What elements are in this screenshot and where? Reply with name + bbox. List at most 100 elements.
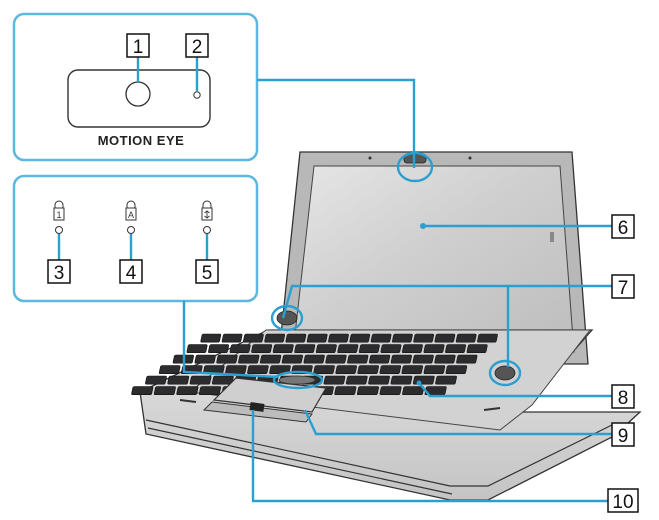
keyboard-key xyxy=(412,375,435,385)
indicator-strip xyxy=(278,375,316,385)
laptop-illustration xyxy=(131,151,642,501)
keyboard-key xyxy=(131,386,154,395)
callout-3: 3 xyxy=(47,259,71,284)
right-speaker-icon xyxy=(494,365,516,381)
keyboard-key xyxy=(445,365,468,374)
callout-7: 7 xyxy=(611,274,635,299)
keyboard-key xyxy=(306,333,328,343)
keyboard-key xyxy=(315,344,337,353)
callout-2-label: 2 xyxy=(192,37,203,58)
keyboard-key xyxy=(229,344,251,353)
callout-5: 5 xyxy=(195,259,219,284)
callout-9: 9 xyxy=(611,422,635,447)
callout-9-label: 9 xyxy=(618,426,629,447)
leader-camera xyxy=(257,78,416,168)
fingerprint-sensor-icon xyxy=(249,402,265,412)
keyboard-key xyxy=(368,375,390,385)
keyboard-key xyxy=(358,344,380,353)
keyboard-key xyxy=(445,344,466,353)
keyboard-key xyxy=(379,386,402,395)
callout-10: 10 xyxy=(607,488,639,513)
keyboard-key xyxy=(238,354,260,364)
keyboard-key xyxy=(264,333,286,343)
keyboard-key xyxy=(423,344,445,353)
callout-5-label: 5 xyxy=(202,263,213,284)
keyboard-key xyxy=(347,354,369,364)
num-lock-icon: 1 xyxy=(53,200,65,221)
keyboard-key xyxy=(349,333,371,343)
keyboard-key xyxy=(313,365,335,374)
keyboard-key xyxy=(435,375,457,385)
touchpad-buttons xyxy=(202,401,313,423)
keyboard-key xyxy=(243,333,264,343)
keyboard-key xyxy=(434,354,456,364)
callout-10-label: 10 xyxy=(612,492,633,513)
keyboard-key xyxy=(325,354,347,364)
leader-fingerprint xyxy=(251,410,612,503)
keyboard-key xyxy=(423,365,446,374)
keyboard-key xyxy=(158,365,181,374)
keyboard-key xyxy=(412,354,434,364)
keyboard-key xyxy=(335,365,357,374)
scroll-lock-light-icon xyxy=(203,226,211,234)
keyboard-key xyxy=(390,354,412,364)
keyboard-key xyxy=(477,333,498,343)
keyboard-key xyxy=(413,333,435,343)
callout-6-label: 6 xyxy=(618,218,629,239)
keyboard-key xyxy=(356,386,379,395)
leader-lines xyxy=(57,57,612,503)
callout-1-label: 1 xyxy=(133,37,144,58)
keyboard-key xyxy=(368,354,391,364)
keyboard-key xyxy=(272,344,294,353)
callout-7-label: 7 xyxy=(618,278,629,299)
callout-6: 6 xyxy=(611,214,635,239)
keyboard-key xyxy=(186,344,208,353)
keyboard-key xyxy=(225,365,247,374)
caps-lock-light-icon xyxy=(127,226,135,234)
keyboard-key xyxy=(221,333,243,343)
keyboard-key xyxy=(200,333,222,343)
touchpad xyxy=(212,377,327,413)
keyboard-key xyxy=(269,365,291,374)
keyboard-key xyxy=(390,375,413,385)
callout-8-label: 8 xyxy=(618,388,629,409)
keyboard-key xyxy=(285,333,307,343)
keyboard-key xyxy=(176,386,199,395)
keyboard-key xyxy=(401,365,424,374)
keyboard-key xyxy=(466,344,488,353)
keyboard-key xyxy=(379,365,402,374)
keyboard-key xyxy=(247,365,269,374)
keyboard-key xyxy=(167,375,190,385)
keyboard-key xyxy=(392,333,413,343)
keyboard-key xyxy=(294,344,316,353)
keyboard-key xyxy=(281,354,303,364)
keyboard-key xyxy=(328,333,349,343)
front-edge xyxy=(145,419,615,487)
callout-3-label: 3 xyxy=(54,263,65,284)
callout-1: 1 xyxy=(126,33,150,58)
keyboard-key xyxy=(189,375,212,385)
leader-speaker-left xyxy=(281,284,612,319)
callout-4-label: 4 xyxy=(126,263,137,284)
keyboard-key xyxy=(303,354,325,364)
keyboard-key xyxy=(334,386,357,395)
left-speaker-icon xyxy=(276,310,298,326)
camera-indicator-icon xyxy=(193,91,201,99)
laptop-screen xyxy=(292,165,575,353)
keyboard-key xyxy=(456,354,478,364)
keyboard-key xyxy=(323,375,346,385)
keyboard-key xyxy=(434,333,456,343)
svg-text:1: 1 xyxy=(56,210,61,220)
keyboard-key xyxy=(208,344,229,353)
leader-touchpad xyxy=(303,409,612,436)
keyboard-key xyxy=(216,354,238,364)
keyboard-key xyxy=(259,354,282,364)
keyboard-key xyxy=(380,344,402,353)
keyboard-key xyxy=(198,386,221,395)
keyboard-key xyxy=(345,375,368,385)
keyboard-key xyxy=(370,333,392,343)
camera-highlight xyxy=(396,151,434,183)
keyboard-key xyxy=(402,386,425,395)
